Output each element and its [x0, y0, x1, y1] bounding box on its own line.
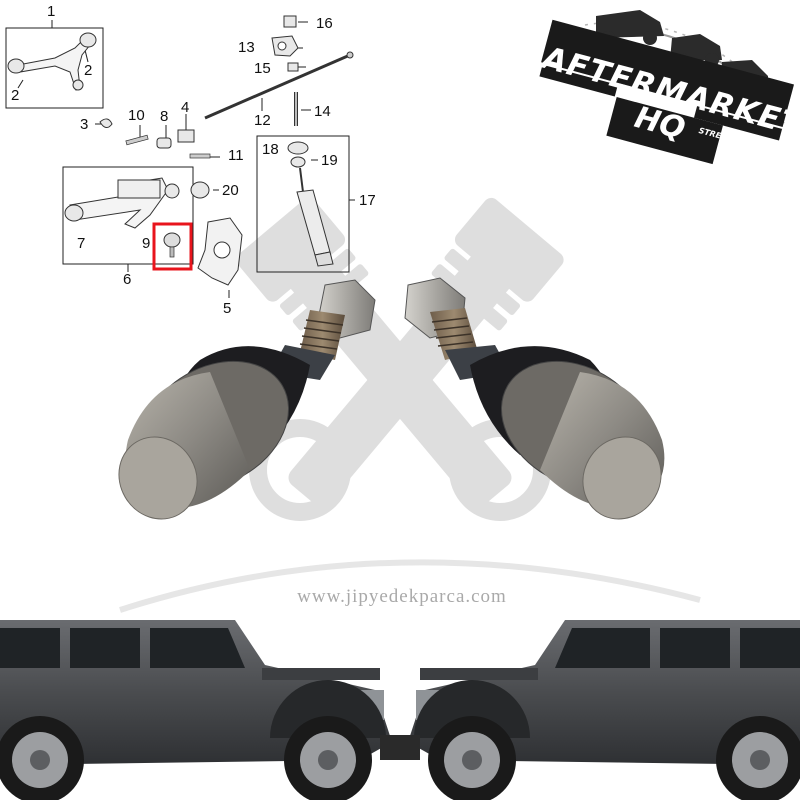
- callout-3: 3: [80, 116, 89, 133]
- callout-13: 13: [238, 39, 255, 56]
- callout-5: 5: [223, 300, 232, 317]
- callout-15: 15: [254, 60, 271, 77]
- callout-18: 18: [262, 141, 279, 158]
- callout-2: 2: [84, 62, 93, 79]
- callout-16: 16: [316, 15, 333, 32]
- callout-9: 9: [142, 235, 151, 252]
- callout-14: 14: [314, 103, 331, 120]
- upper-control-arm-drawing: [7, 32, 97, 91]
- shock-absorber-drawing: [287, 141, 334, 267]
- lower-control-arm-drawing: [64, 177, 180, 229]
- callout-11: 11: [228, 147, 244, 164]
- callout-12: 12: [254, 112, 271, 129]
- callout-6: 6: [123, 271, 132, 288]
- callout-7: 7: [77, 235, 86, 252]
- diagram-box-upper-arm: [5, 27, 104, 109]
- vehicle-left: [0, 620, 402, 800]
- callout-17: 17: [359, 192, 376, 209]
- ball-joint-left: [118, 279, 376, 520]
- vehicle-right: [398, 620, 800, 800]
- diagram-box-shock: [256, 135, 350, 273]
- callout-19: 19: [321, 152, 338, 169]
- callout-8: 8: [160, 108, 169, 125]
- callout-2: 2: [11, 87, 20, 104]
- watermark-url: www.jipyedekparca.com: [297, 586, 507, 607]
- ball-joint-highlight-box: [152, 222, 193, 271]
- ball-joint-small-drawing: [163, 232, 181, 258]
- ball-joint-right: [404, 277, 665, 520]
- callout-4: 4: [181, 99, 190, 116]
- callout-20: 20: [222, 182, 239, 199]
- callout-10: 10: [128, 107, 145, 124]
- callout-1: 1: [47, 3, 56, 20]
